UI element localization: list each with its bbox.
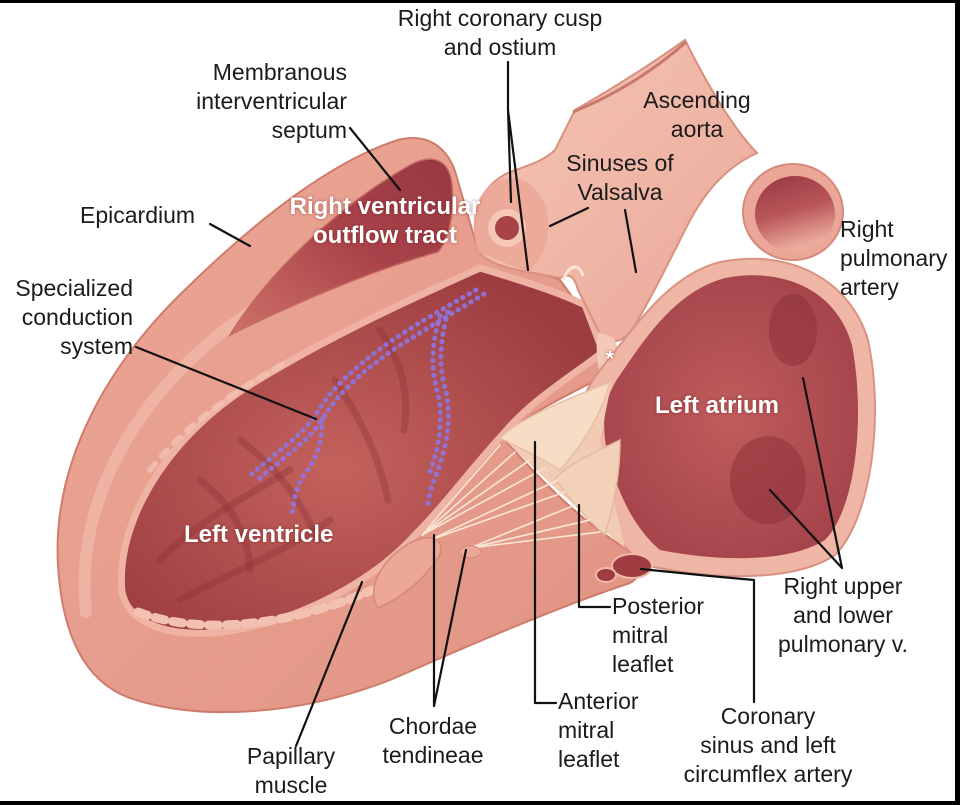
label-line: leaflet [612, 651, 674, 677]
label-left-ventricle: Left ventricle [184, 521, 334, 548]
right-lower-pulmonary-vein-ostium [730, 436, 806, 524]
label-line: Valsalva [577, 179, 663, 205]
label-posterior-mitral-leaflet: Posterior mitral leaflet [612, 592, 704, 679]
label-left-atrium: Left atrium [655, 392, 780, 419]
leader-papillary-muscle [294, 580, 364, 748]
label-line: Ascending [643, 87, 751, 113]
label-epicardium: Epicardium [80, 201, 195, 230]
sinus-commissure [561, 265, 585, 281]
label-line: tendineae [382, 742, 484, 768]
frame-top [0, 0, 960, 3]
label-papillary-muscle: Papillary muscle [211, 742, 371, 800]
label-sinuses-of-valsalva: Sinuses of Valsalva [530, 149, 710, 207]
label-line: and ostium [443, 34, 557, 60]
label-line: circumflex artery [683, 761, 853, 787]
label-line: Papillary [246, 743, 336, 769]
label-line: system [60, 333, 133, 359]
leader-coronary-sinus [639, 567, 756, 704]
ascending-aorta [474, 38, 759, 343]
label-anterior-mitral-leaflet: Anterior mitral leaflet [558, 687, 639, 774]
label-membranous-septum: Membranous interventricular septum [140, 58, 347, 145]
label-chordae-tendineae: Chordae tendineae [353, 712, 513, 770]
label-line: interventricular [196, 88, 347, 114]
label-rv-outflow-tract: Right ventricular outflow tract [255, 192, 515, 250]
anterior-mitral-leaflet [498, 380, 612, 471]
label-line: pulmonary [840, 245, 948, 271]
leader-sinuses-of-valsalva [548, 206, 638, 274]
aorta-cut-edge [572, 40, 688, 114]
label-line: leaflet [558, 746, 620, 772]
label-line: muscle [254, 772, 328, 798]
label-line: conduction [21, 304, 133, 330]
label-line: artery [840, 274, 899, 300]
label-line: Sinuses of [566, 150, 674, 176]
right-ventricular-outflow-tract [227, 158, 454, 337]
label-line: Right coronary cusp [397, 5, 603, 31]
label-line: septum [271, 117, 347, 143]
label-line: aorta [670, 116, 724, 142]
label-line: Posterior [612, 593, 705, 619]
label-line: Coronary [720, 703, 816, 729]
label-line: Epicardium [80, 202, 196, 228]
label-conduction-system: Specialized conduction system [0, 274, 133, 361]
lv-septal-ridges [147, 357, 293, 473]
leader-membranous-septum [348, 126, 402, 192]
label-line: outflow tract [313, 222, 457, 249]
trabeculae-carneae [156, 326, 410, 604]
label-pulmonary-veins: Right upper and lower pulmonary v. [733, 572, 953, 659]
label-line: sinus and left [700, 732, 836, 758]
label-line: Membranous [212, 59, 347, 85]
leader-epicardium [208, 222, 252, 248]
label-line: Right upper [783, 573, 903, 599]
frame-right [955, 0, 960, 805]
coronary-sinus [611, 553, 653, 579]
label-line: Specialized [15, 275, 133, 301]
label-line: Chordae [388, 713, 478, 739]
label-asterisk: * [606, 348, 614, 370]
leader-posterior-mitral-leaflet [577, 503, 612, 609]
conduction-system-fibers [249, 287, 487, 518]
right-upper-pulmonary-vein-ostium [769, 294, 817, 366]
label-right-pulmonary-artery: Right pulmonary artery [840, 215, 947, 302]
leader-anterior-mitral-leaflet [533, 440, 558, 705]
label-line: Right [840, 216, 894, 242]
label-line: pulmonary v. [778, 631, 908, 657]
leader-pulmonary-veins [768, 376, 844, 570]
posterior-papillary-tip [458, 545, 482, 559]
left-circumflex-artery [595, 567, 617, 583]
label-line: Right ventricular [289, 193, 481, 220]
leader-right-coronary-cusp [506, 60, 530, 272]
frame-bottom [0, 801, 960, 805]
label-line: mitral [612, 622, 669, 648]
label-line: Anterior [558, 688, 639, 714]
label-ascending-aorta: Ascending aorta [607, 86, 787, 144]
label-line: and lower [793, 602, 893, 628]
label-right-coronary-cusp: Right coronary cusp and ostium [370, 4, 630, 62]
posterior-mitral-leaflet [554, 438, 621, 537]
lv-inner-wall-ridges [133, 585, 377, 630]
right-coronary-ostium [495, 216, 519, 240]
leader-chordae-tendineae [432, 533, 468, 708]
label-coronary-sinus: Coronary sinus and left circumflex arter… [658, 702, 878, 789]
leader-conduction-system [134, 345, 318, 421]
label-line: mitral [558, 717, 615, 743]
myocardium-fibrous-band [78, 299, 268, 618]
right-pulmonary-artery-lumen [755, 176, 835, 252]
